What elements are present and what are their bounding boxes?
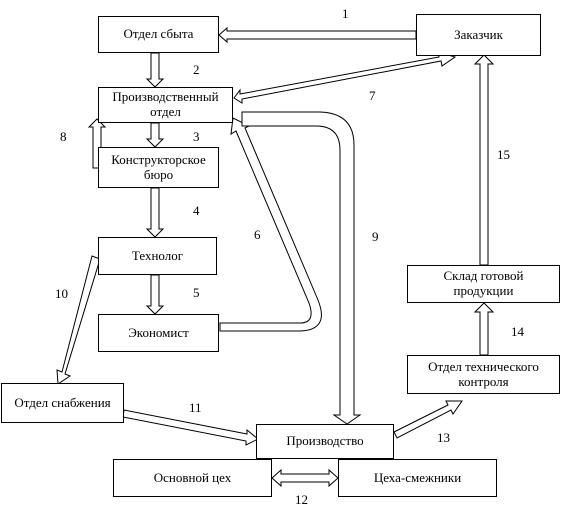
arrow-7 — [233, 51, 457, 104]
arrow-15 — [473, 54, 495, 266]
arrow-9 — [241, 111, 362, 425]
arrow-12 — [271, 468, 339, 488]
technologist-box: Технолог — [98, 237, 217, 275]
flow-number-10: 10 — [55, 286, 68, 301]
flow-number-7: 7 — [369, 88, 376, 103]
flow-number-4: 4 — [193, 203, 200, 218]
arrow-11 — [122, 409, 259, 446]
arrow-4 — [145, 187, 165, 238]
flow-number-15: 15 — [497, 147, 510, 162]
arrow-13 — [393, 400, 463, 439]
arrow-14 — [473, 302, 495, 356]
arrow-5 — [145, 274, 165, 315]
flow-number-5: 5 — [193, 285, 200, 300]
flow-number-8: 8 — [60, 129, 67, 144]
flow-number-2: 2 — [193, 62, 200, 77]
flow-number-12: 12 — [295, 492, 308, 507]
flow-number-14: 14 — [511, 324, 524, 339]
flow-number-1: 1 — [342, 6, 349, 21]
flow-number-6: 6 — [254, 227, 261, 242]
customer-box: Заказчик — [416, 14, 541, 56]
quality-control-box: Отдел технического контроля — [407, 355, 560, 394]
flow-number-9: 9 — [372, 229, 379, 244]
arrow-3 — [145, 122, 165, 148]
flow-number-11: 11 — [189, 400, 202, 415]
production-dept-box: Производственный отдел — [98, 87, 233, 123]
sales-dept-box: Отдел сбыта — [98, 16, 219, 53]
arrow-1 — [218, 26, 417, 44]
economist-box: Экономист — [98, 314, 219, 352]
related-shops-box: Цеха-смежники — [338, 459, 497, 497]
flow-number-3: 3 — [193, 129, 200, 144]
arrow-6 — [219, 117, 322, 332]
arrow-2 — [145, 52, 165, 88]
design-bureau-box: Конструкторское бюро — [98, 147, 219, 188]
warehouse-box: Склад готовой продукции — [407, 265, 560, 303]
supply-dept-box: Отдел снабжения — [1, 383, 124, 423]
flow-number-13: 13 — [437, 430, 450, 445]
production-box: Производство — [256, 424, 394, 459]
main-shop-box: Основной цех — [113, 459, 272, 497]
arrow-10 — [56, 255, 101, 385]
